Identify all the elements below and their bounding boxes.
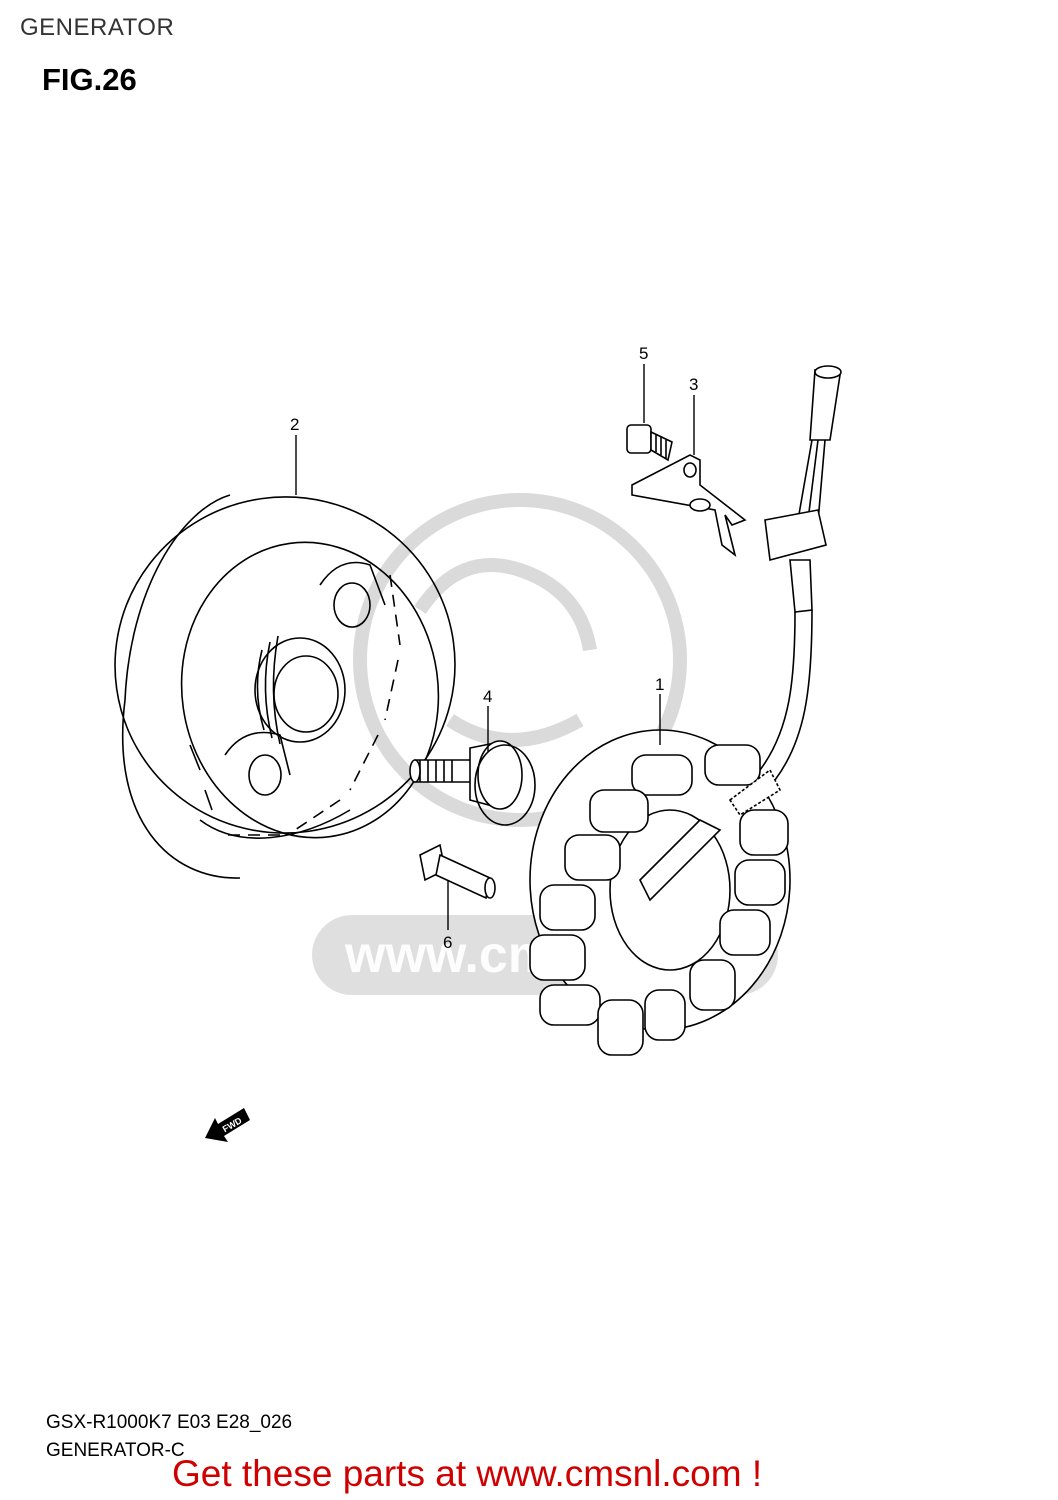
clamp — [631, 454, 747, 558]
fwd-arrow-icon: FWD — [205, 1108, 250, 1142]
callout-4: 4 — [483, 687, 492, 706]
clamp-screw — [626, 424, 673, 462]
stator-bolt — [419, 843, 496, 900]
callout-1: 1 — [655, 675, 664, 694]
callout-2: 2 — [290, 415, 299, 434]
callout-6: 6 — [443, 933, 452, 952]
rotor — [114, 494, 456, 879]
page-title: GENERATOR — [20, 14, 175, 41]
promo-link[interactable]: Get these parts at www.cmsnl.com ! — [172, 1453, 763, 1494]
part-group-label: GENERATOR-C — [46, 1440, 185, 1461]
model-code: GSX-R1000K7 E03 E28_026 — [46, 1412, 293, 1433]
figure-label: FIG.26 — [42, 62, 137, 97]
callout-leaders — [295, 364, 695, 930]
stator-coils — [529, 744, 789, 1056]
callout-5: 5 — [639, 344, 648, 363]
stator — [529, 729, 791, 1056]
wire-harness — [759, 365, 842, 781]
rotor-bolt — [409, 740, 536, 826]
callout-3: 3 — [689, 375, 698, 394]
